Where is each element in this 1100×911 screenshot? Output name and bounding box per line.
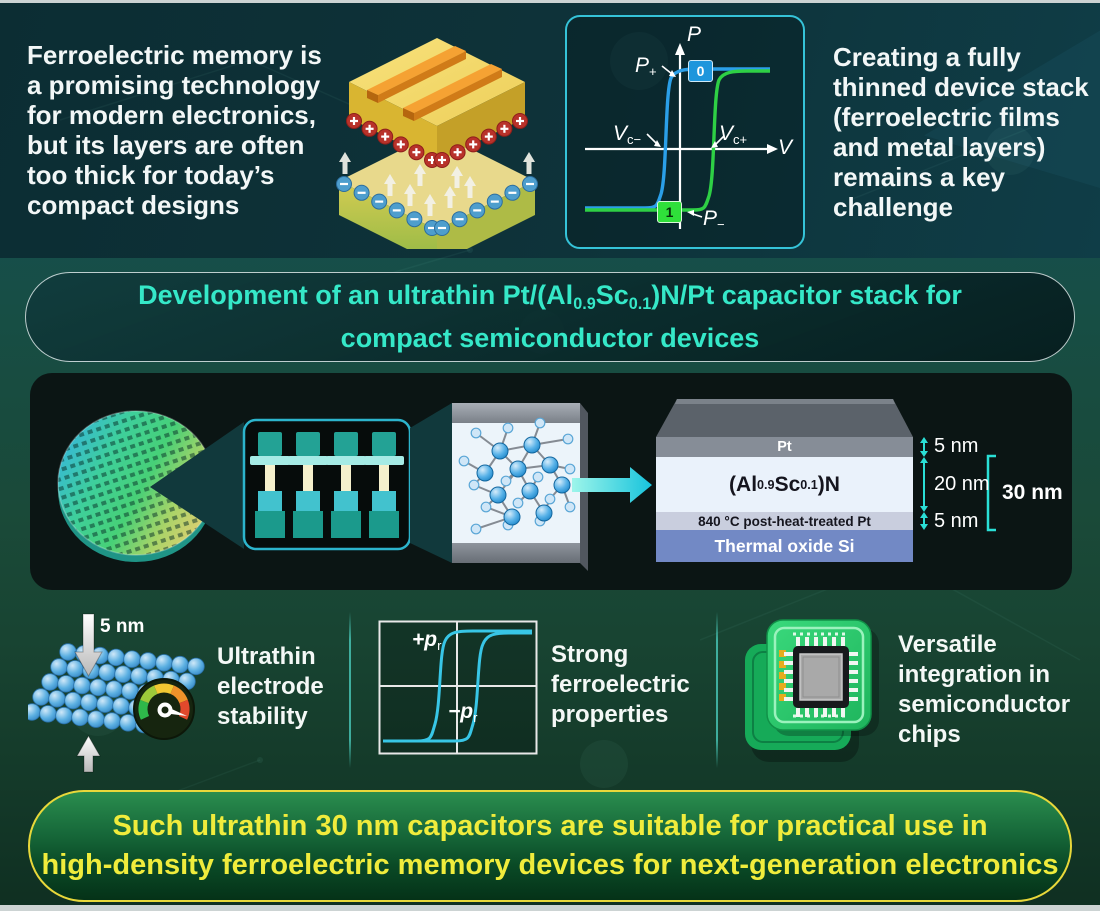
text-line: integration in — [898, 661, 1050, 688]
state-0-badge: 0 — [688, 60, 713, 82]
vc-plus-label: Vc+ — [719, 122, 748, 147]
text-line: for modern electronics, — [27, 100, 316, 130]
top-edge-strip — [0, 0, 1100, 3]
title-line-2: compact semiconductor devices — [340, 323, 760, 354]
bokeh-dot — [580, 740, 628, 788]
down-arrow-icon — [74, 613, 103, 678]
v-axis-label: V — [778, 136, 793, 159]
arrow-right-icon — [572, 467, 652, 503]
problem-text-left: Ferroelectric memory is a promising tech… — [27, 40, 337, 220]
p-axis-label: P — [687, 23, 702, 46]
stack-3d-top — [656, 399, 913, 437]
up-arrow-icon — [76, 734, 101, 773]
text-line: ferroelectric — [551, 671, 690, 698]
pr-minus-label: −pr — [448, 700, 478, 725]
atom-slab-icon — [28, 613, 205, 773]
p-minus-label: P− — [703, 207, 725, 232]
feature-2-label: Strong ferroelectric properties — [551, 640, 690, 730]
dim-bottom: 5 nm — [934, 510, 979, 532]
title-banner: Development of an ultrathin Pt/(Al0.9Sc0… — [25, 272, 1075, 362]
conclusion-line-1: Such ultrathin 30 nm capacitors are suit… — [112, 810, 988, 842]
electrode-bar — [367, 46, 502, 121]
text-line: thinned device stack — [833, 72, 1089, 102]
molecule-illustration — [452, 403, 588, 571]
text-line: Ultrathin — [217, 643, 316, 670]
hysteresis-mini-plot — [378, 620, 538, 755]
pr-plus-label: +pr — [412, 628, 442, 653]
zoom-cone — [150, 422, 244, 549]
capacitor-array — [242, 418, 412, 551]
feature-divider — [349, 612, 351, 768]
pv-hysteresis-panel: P V P+ 0 Vc− Vc+ 1 P− — [565, 15, 805, 249]
text-line: but its layers are often — [27, 130, 305, 160]
challenge-text-right: Creating a fully thinned device stack (f… — [833, 42, 1095, 222]
text-line: Versatile — [898, 631, 997, 658]
title-line-1: Development of an ultrathin Pt/(Al0.9Sc0… — [138, 279, 962, 313]
conclusion-line-2: high-density ferroelectric memory device… — [41, 849, 1059, 881]
bokeh-dot — [985, 125, 1035, 175]
feature-divider — [716, 612, 718, 768]
pv-hysteresis-plot — [585, 43, 778, 229]
text-line: electrode — [217, 673, 324, 700]
dim-total: 30 nm — [1002, 481, 1063, 504]
conclusion-banner: Such ultrathin 30 nm capacitors are suit… — [28, 790, 1072, 902]
dim-mid: 20 nm — [934, 473, 990, 495]
text-line: and metal layers) — [833, 132, 1046, 162]
vc-minus-label: Vc− — [613, 122, 642, 147]
p-plus-label: P+ — [635, 54, 657, 79]
text-line: semiconductor — [898, 691, 1071, 718]
text-line: compact designs — [27, 190, 240, 220]
layer-substrate: Thermal oxide Si — [656, 530, 913, 562]
text-line: challenge — [833, 192, 953, 222]
bottom-edge-strip — [0, 905, 1100, 911]
text-line: stability — [217, 703, 308, 730]
electrode-thickness-annotation: 5 nm — [100, 616, 145, 637]
layer-pt-top: Pt — [656, 437, 913, 457]
dim-top: 5 nm — [934, 435, 979, 457]
feature-3-label: Versatile integration in semiconductor c… — [898, 630, 1070, 750]
text-line: (ferroelectric films — [833, 102, 1060, 132]
text-line: too thick for today’s — [27, 160, 275, 190]
device-stack-illustration — [336, 38, 538, 249]
wafer-illustration — [57, 410, 215, 562]
text-line: chips — [898, 721, 961, 748]
layer-pt-bottom: 840 °C post-heat-treated Pt — [656, 512, 913, 530]
chip-icon — [745, 619, 879, 762]
text-line: properties — [551, 701, 669, 728]
top-band-background — [0, 0, 1100, 258]
text-line: Strong — [551, 641, 629, 668]
text-line: remains a key — [833, 162, 1006, 192]
state-1-badge: 1 — [657, 201, 682, 223]
gauge-icon — [133, 678, 195, 740]
process-band-art — [57, 399, 996, 571]
text-line: Creating a fully — [833, 42, 1021, 72]
feature-1-label: Ultrathin electrode stability — [217, 642, 324, 732]
zoom-cone — [410, 403, 452, 563]
text-line: Ferroelectric memory is — [27, 40, 322, 70]
text-line: a promising technology — [27, 70, 321, 100]
bokeh-dot — [610, 32, 668, 90]
total-thickness-bracket — [986, 454, 996, 532]
